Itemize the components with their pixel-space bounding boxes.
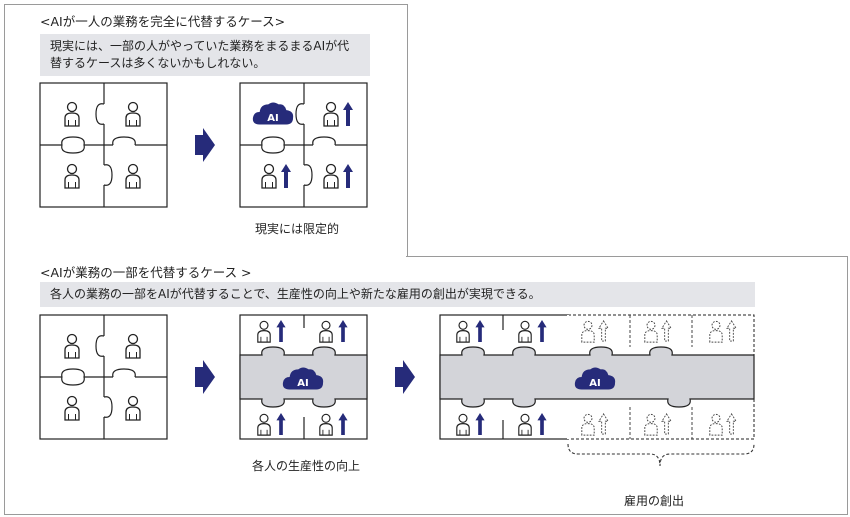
- person-icon: [518, 413, 532, 436]
- puzzle-before-1: [39, 82, 168, 208]
- person-icon: [257, 320, 271, 343]
- puzzle-before-2: [39, 314, 168, 440]
- caption-productivity: 各人の生産性の向上: [252, 459, 361, 473]
- section1-caption: 現実には限定的: [255, 222, 340, 236]
- person-icon: [319, 413, 333, 436]
- puzzle-after-1: AI: [239, 82, 368, 208]
- puzzle-job-creation: AI: [439, 314, 755, 440]
- ai-badge-label: AI: [297, 378, 308, 389]
- person-icon: [319, 320, 333, 343]
- person-icon: [64, 333, 80, 359]
- right-arrow-icon: [195, 360, 215, 394]
- right-arrow-icon: [395, 360, 415, 394]
- person-icon: [125, 395, 141, 421]
- caption-job-creation: 雇用の創出: [624, 494, 685, 508]
- person-icon: [261, 163, 277, 189]
- section2-note: 各人の業務の一部をAIが代替することで、生産性の向上や新たな雇用の創出が実現でき…: [40, 282, 755, 307]
- person-icon: [518, 320, 532, 343]
- section1-note: 現実には、一部の人がやっていた業務をまるまるAIが代替するケースは多くないかもし…: [40, 34, 370, 76]
- ai-badge-label: AI: [267, 113, 278, 124]
- person-icon: [456, 320, 470, 343]
- person-icon: [125, 333, 141, 359]
- section1-heading: <AIが一人の業務を完全に代替するケース>: [40, 14, 286, 29]
- person-icon: [64, 163, 80, 189]
- ai-badge-label: AI: [589, 378, 600, 389]
- person-icon: [257, 413, 271, 436]
- person-icon: [125, 101, 141, 127]
- person-icon: [64, 101, 80, 127]
- person-icon: [323, 163, 339, 189]
- brace-icon: [567, 443, 755, 467]
- person-icon: [125, 163, 141, 189]
- person-icon: [456, 413, 470, 436]
- person-icon: [323, 101, 339, 127]
- puzzle-productivity: AI: [239, 314, 368, 440]
- right-arrow-icon: [195, 128, 215, 162]
- person-icon: [64, 395, 80, 421]
- section2-heading: <AIが業務の一部を代替するケース >: [40, 265, 252, 280]
